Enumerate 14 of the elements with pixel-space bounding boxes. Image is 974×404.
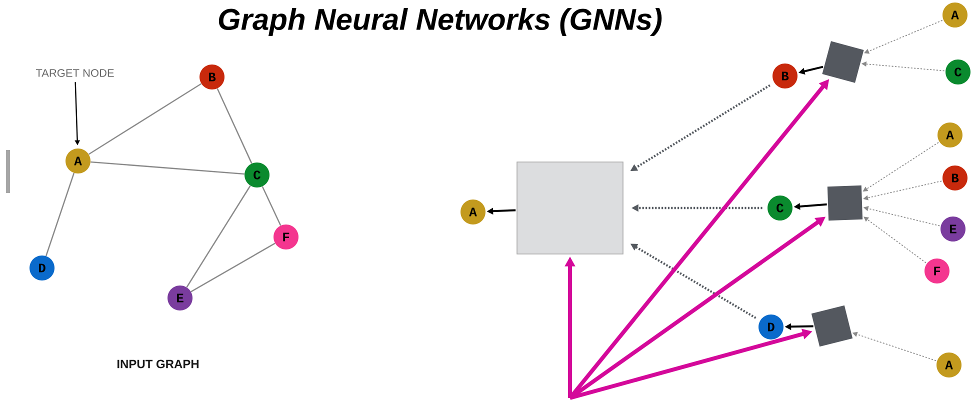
connector-line <box>90 161 244 175</box>
square-box <box>516 162 624 254</box>
connector-line <box>88 83 202 155</box>
annotation-text: TARGET NODE <box>36 69 114 77</box>
square-box <box>827 185 863 221</box>
connector-line <box>190 242 276 292</box>
title: Graph Neural Networks (GNNs) <box>218 8 662 36</box>
connector-line <box>262 186 282 226</box>
arrow <box>864 216 926 264</box>
connector-line <box>45 172 75 256</box>
arrow <box>864 20 943 54</box>
connector-line <box>216 88 252 164</box>
caption-text: INPUT GRAPH <box>117 360 199 368</box>
connector-line <box>186 185 251 288</box>
